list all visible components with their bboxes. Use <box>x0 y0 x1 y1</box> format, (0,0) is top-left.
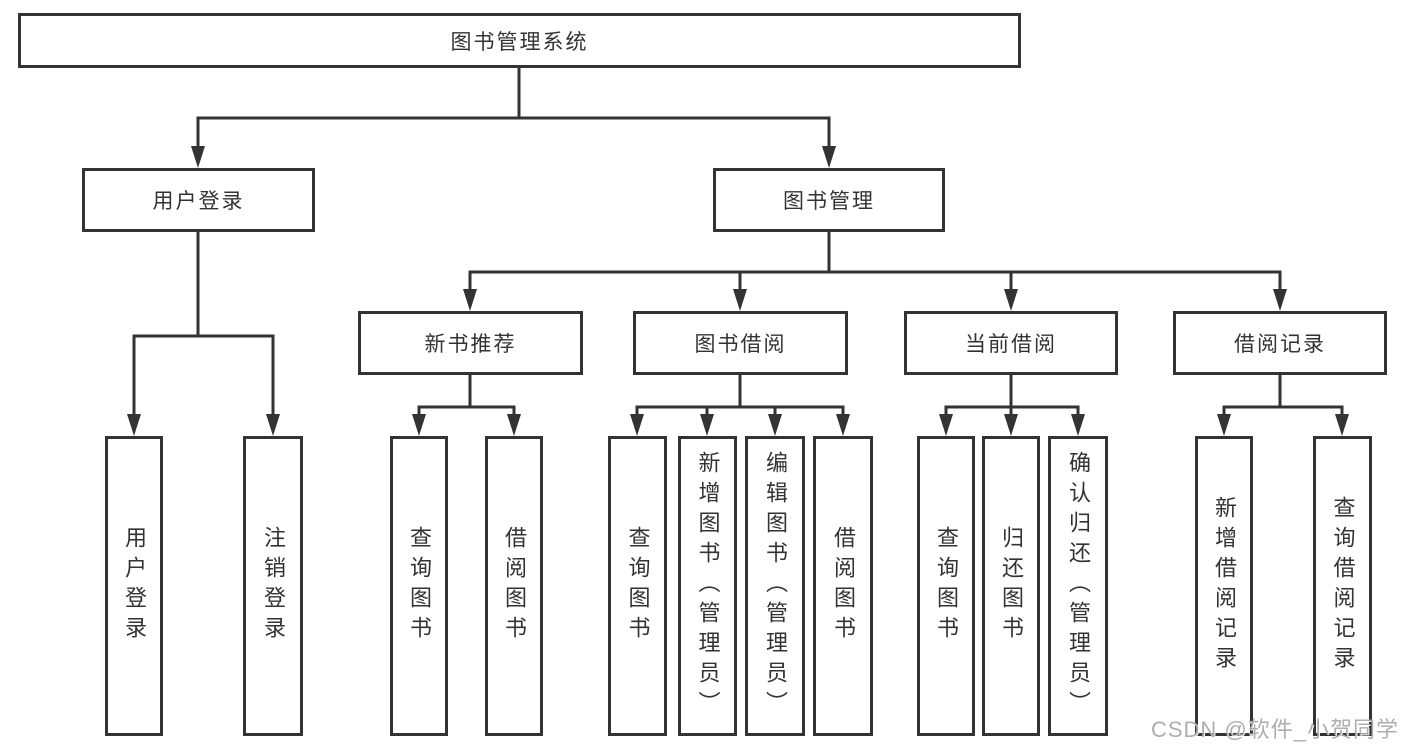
leaf-label: 借阅图书 <box>831 526 856 646</box>
leaf-return-books: 归还图书 <box>982 436 1040 736</box>
leaf-label: 查询图书 <box>934 526 959 646</box>
leaf-label: 确认归还（管理员） <box>1066 451 1091 721</box>
leaf-label: 编辑图书（管理员） <box>763 451 788 721</box>
leaf-query-borrow-record: 查询借阅记录 <box>1313 436 1372 736</box>
node-borrowing-records: 借阅记录 <box>1173 311 1387 375</box>
node-library-management-system: 图书管理系统 <box>18 13 1021 68</box>
leaf-borrow-books-recommend: 借阅图书 <box>485 436 543 736</box>
node-new-book-recommendation: 新书推荐 <box>358 311 583 375</box>
leaf-label: 查询图书 <box>407 526 432 646</box>
leaf-label: 查询借阅记录 <box>1330 496 1356 676</box>
csdn-watermark: CSDN @软件_小贺同学 <box>1150 717 1399 742</box>
leaf-query-books-current: 查询图书 <box>917 436 975 736</box>
node-book-borrowing: 图书借阅 <box>633 311 848 375</box>
node-current-borrowing: 当前借阅 <box>904 311 1118 375</box>
leaf-logout: 注销登录 <box>243 436 303 736</box>
leaf-label: 新增借阅记录 <box>1212 496 1237 676</box>
leaf-label: 查询图书 <box>625 526 651 646</box>
leaf-add-borrow-record: 新增借阅记录 <box>1195 436 1253 736</box>
leaf-label: 借阅图书 <box>502 526 527 646</box>
leaf-label: 用户登录 <box>122 526 147 646</box>
leaf-user-login: 用户登录 <box>105 436 163 736</box>
leaf-add-book-admin: 新增图书（管理员） <box>678 436 737 736</box>
leaf-label: 注销登录 <box>261 526 286 646</box>
leaf-label: 新增图书（管理员） <box>695 451 721 721</box>
leaf-confirm-return-admin: 确认归还（管理员） <box>1048 436 1108 736</box>
node-user-login: 用户登录 <box>82 168 315 232</box>
leaf-label: 归还图书 <box>999 526 1024 646</box>
leaf-borrow-books: 借阅图书 <box>813 436 873 736</box>
leaf-query-books-recommend: 查询图书 <box>390 436 448 736</box>
leaf-edit-book-admin: 编辑图书（管理员） <box>745 436 805 736</box>
node-book-management: 图书管理 <box>713 168 945 232</box>
leaf-query-books-borrow: 查询图书 <box>608 436 667 736</box>
